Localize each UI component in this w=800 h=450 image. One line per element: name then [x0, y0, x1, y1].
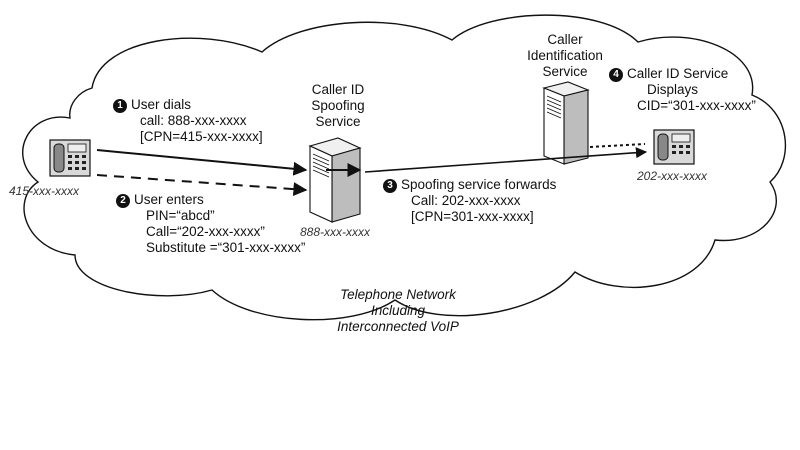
network-cloud: [22, 14, 787, 321]
spoofing-label-line-1: Caller ID: [311, 82, 365, 97]
spoofing-label-line-2: Spoofing: [311, 98, 365, 113]
step-2-line-2: Call=“202-xxx-xxxx”: [146, 224, 265, 239]
step-3-line-2: [CPN=301-xxx-xxxx]: [411, 209, 534, 224]
network-label: Telephone Network Including Interconnect…: [318, 287, 478, 335]
step-3-line-1: Call: 202-xxx-xxxx: [411, 193, 521, 208]
step-4-line-2: CID=“301-xxx-xxxx”: [637, 98, 756, 113]
step-1-title: User dials: [131, 97, 192, 112]
spoofing-label-line-3: Service: [315, 114, 361, 129]
caller-id-label-line-2: Identification: [527, 48, 603, 63]
step-1-label: 1 User dials call: 888-xxx-xxxx [CPN=415-…: [113, 97, 263, 145]
step-2-title: User enters: [134, 192, 204, 207]
caller-phone-number: 415-xxx-xxxx: [9, 184, 80, 198]
step-2-label: 2 User enters PIN=“abcd” Call=“202-xxx-xx…: [116, 192, 305, 256]
step-1-line-1: call: 888-xxx-xxxx: [140, 113, 247, 128]
arrow-user-enters: [96, 174, 308, 197]
network-label-line-2: Including: [370, 303, 426, 318]
recipient-phone-icon: [653, 129, 695, 165]
spoofing-service-number: 888-xxx-xxxx: [300, 225, 371, 239]
recipient-phone-number: 202-xxx-xxxx: [637, 169, 708, 183]
caller-id-label-line-3: Service: [542, 64, 588, 79]
arrow-user-dials: [96, 149, 308, 176]
network-label-line-1: Telephone Network: [340, 287, 456, 302]
step-4-badge: 4: [609, 68, 623, 82]
step-1-line-2: [CPN=415-xxx-xxxx]: [140, 129, 263, 144]
step-4-title: Caller ID Service: [627, 66, 729, 81]
network-label-line-3: Interconnected VoIP: [337, 319, 459, 334]
arrow-forward-to-recipient: [364, 147, 648, 173]
caller-id-service-label: Caller Identification Service: [515, 32, 615, 80]
caller-id-label-line-1: Caller: [547, 32, 583, 47]
step-3-badge: 3: [383, 179, 397, 193]
step-3-title: Spoofing service forwards: [401, 177, 557, 192]
step-2-line-1: PIN=“abcd”: [146, 208, 215, 223]
step-2-badge: 2: [116, 194, 130, 208]
step-4-label: 4 Caller ID Service Displays CID=“301-xxx…: [609, 66, 756, 114]
step-4-line-1: Displays: [647, 82, 699, 97]
step-1-badge: 1: [113, 99, 127, 113]
spoofing-service-label: Caller ID Spoofing Service: [298, 82, 378, 130]
spoofing-server-icon: [308, 137, 362, 223]
step-3-label: 3 Spoofing service forwards Call: 202-xxx…: [383, 177, 556, 225]
caller-phone-icon: [49, 139, 91, 177]
step-2-line-3: Substitute =“301-xxx-xxxx”: [146, 240, 306, 255]
caller-id-server-icon: [542, 81, 590, 165]
